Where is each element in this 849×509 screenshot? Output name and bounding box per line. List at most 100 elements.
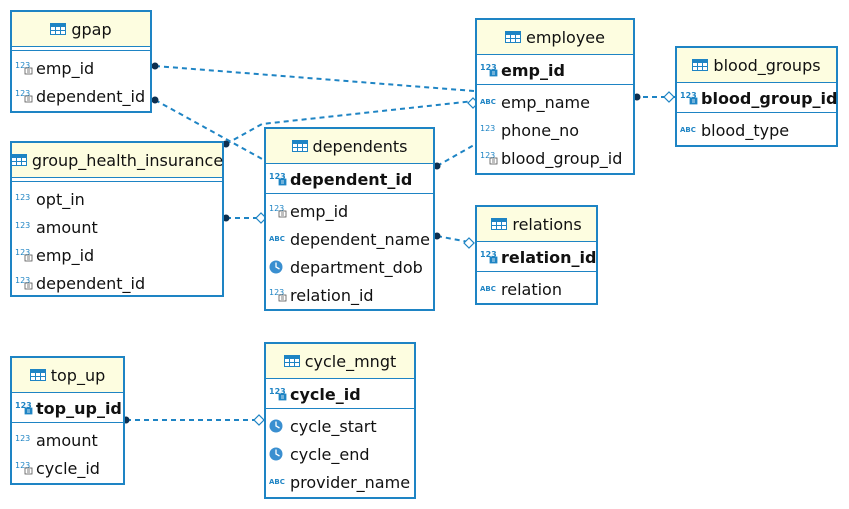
column-row[interactable]: 123 dependent_id [266, 165, 433, 193]
primary-key-section [12, 47, 150, 51]
text-icon: ABC [269, 475, 288, 489]
relationship-dependents-employee [436, 144, 475, 167]
primary-key-icon: 123 [480, 250, 499, 264]
column-label: cycle_id [36, 458, 100, 478]
svg-text:123: 123 [480, 250, 497, 259]
column-label: cycle_start [290, 416, 377, 436]
table-icon [283, 355, 300, 367]
primary-key-icon: 123 [680, 91, 699, 105]
numeric-icon: 123 [15, 220, 34, 234]
column-row[interactable]: ABC emp_name [477, 88, 633, 116]
table-icon [692, 59, 709, 71]
column-label: dependent_id [290, 169, 413, 189]
svg-text:ABC: ABC [269, 235, 285, 243]
entity-header[interactable]: employee [477, 20, 633, 55]
svg-text:ABC: ABC [480, 98, 496, 106]
entity-header[interactable]: top_up [12, 358, 123, 393]
entity-title: group_health_insurance [31, 150, 224, 170]
column-row[interactable]: ABC provider_name [266, 468, 414, 496]
numeric-key-icon: 123 [15, 461, 34, 475]
numeric-key-icon: 123 [15, 276, 34, 290]
column-row[interactable]: 123 emp_id [12, 241, 222, 269]
svg-text:123: 123 [269, 172, 286, 181]
date-icon [269, 419, 288, 433]
column-label: emp_id [36, 58, 95, 78]
entity-header[interactable]: dependents [266, 129, 433, 164]
column-label: phone_no [501, 120, 579, 140]
primary-key-icon: 123 [15, 401, 34, 415]
numeric-key-icon: 123 [15, 248, 34, 262]
entity-title: top_up [50, 365, 106, 385]
table-icon [505, 31, 521, 43]
svg-text:123: 123 [15, 89, 30, 98]
column-label: blood_type [701, 120, 790, 140]
svg-text:123: 123 [480, 63, 497, 72]
entity-header[interactable]: group_health_insurance [10, 143, 224, 178]
svg-text:123: 123 [15, 434, 30, 443]
svg-text:123: 123 [15, 461, 30, 470]
svg-text:ABC: ABC [269, 478, 285, 486]
entity-header[interactable]: relations [477, 207, 596, 242]
svg-text:123: 123 [480, 151, 495, 160]
numeric-key-icon: 123 [480, 151, 499, 165]
entity-header[interactable]: gpap [12, 12, 150, 47]
relationship-end-dot [151, 62, 159, 70]
column-row[interactable]: department_dob [266, 253, 433, 281]
table-icon [10, 154, 27, 166]
column-label: department_dob [290, 257, 423, 277]
column-label: provider_name [290, 472, 411, 492]
text-icon: ABC [480, 95, 499, 109]
column-row[interactable]: cycle_start [266, 412, 414, 440]
column-row[interactable]: 123 cycle_id [12, 454, 123, 482]
svg-text:123: 123 [15, 401, 32, 410]
svg-text:123: 123 [15, 193, 30, 202]
primary-key-icon: 123 [480, 63, 499, 77]
table-icon [491, 218, 508, 230]
column-label: relation_id [290, 285, 374, 305]
column-label: emp_id [36, 245, 95, 265]
relationship-end-diamond [463, 237, 475, 249]
entity-header[interactable]: blood_groups [677, 48, 836, 83]
column-label: emp_name [501, 92, 590, 112]
svg-text:123: 123 [480, 124, 495, 133]
svg-text:123: 123 [15, 248, 30, 257]
text-icon: ABC [680, 123, 699, 137]
column-row[interactable]: 123 phone_no [477, 116, 633, 144]
numeric-key-icon: 123 [269, 204, 288, 218]
relationship-end-dot [433, 232, 441, 240]
relationship-end-dot [433, 162, 441, 170]
entity-header[interactable]: cycle_mngt [266, 344, 414, 379]
column-row[interactable]: cycle_end [266, 440, 414, 468]
